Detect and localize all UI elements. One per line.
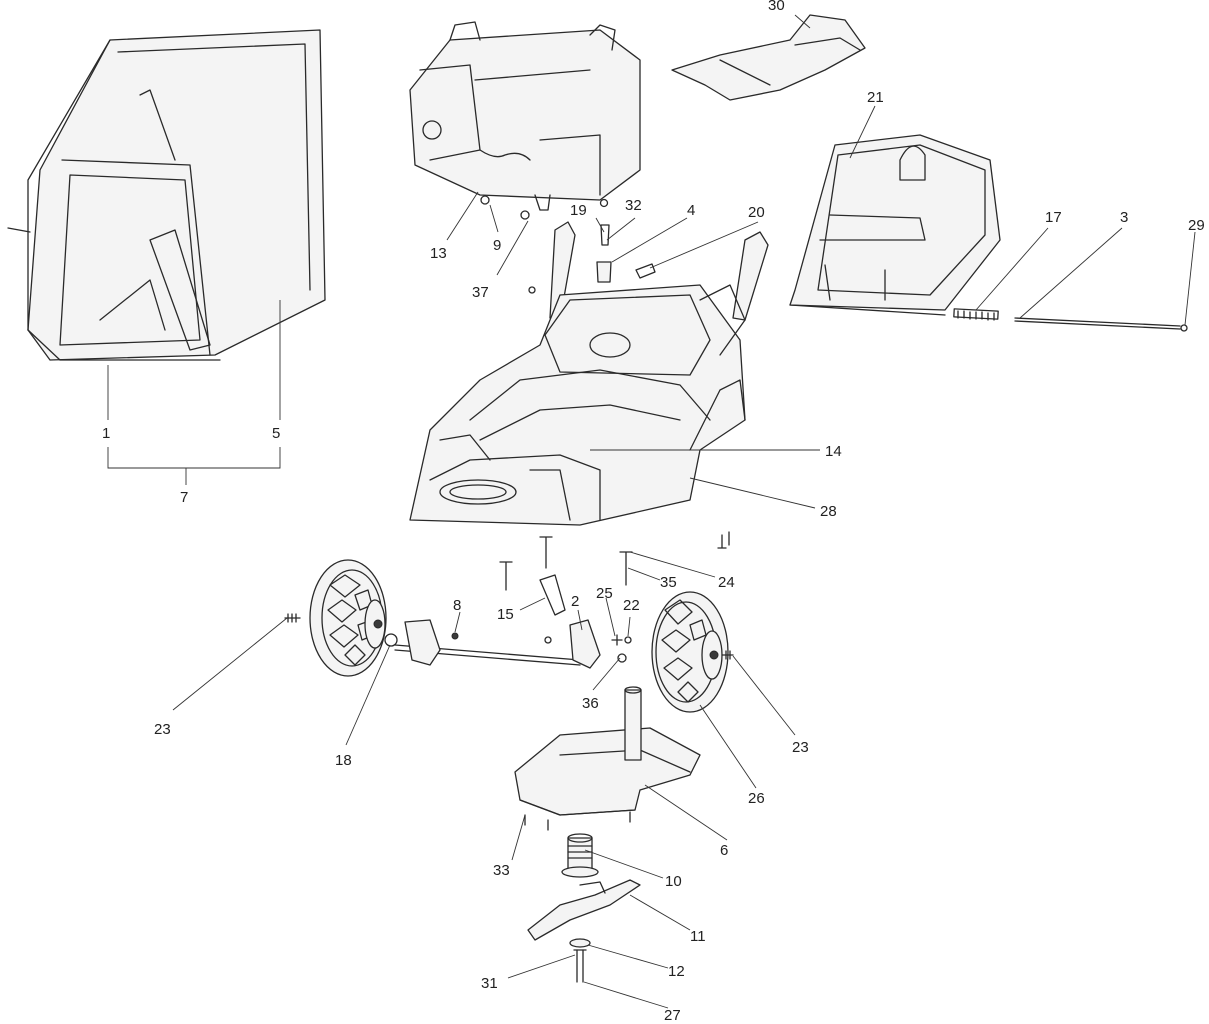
callout-35: 35: [660, 574, 677, 591]
callout-18: 18: [335, 752, 352, 769]
rear-flap-cover: [789, 134, 1001, 316]
grass-collector-bag: [7, 29, 326, 361]
callout-27: 27: [664, 1007, 681, 1024]
engine: [409, 21, 641, 211]
callout-30: 30: [768, 0, 785, 14]
blade-washer-bolt: [569, 938, 591, 983]
callout-22: 22: [623, 597, 640, 614]
callout-4: 4: [687, 202, 695, 219]
callout-28: 28: [820, 503, 837, 520]
right-rear-wheel: [651, 591, 734, 713]
cutter-blade: [527, 879, 641, 941]
callout-37: 37: [472, 284, 489, 301]
callout-17: 17: [1045, 209, 1062, 226]
leader-lines: [107, 14, 1196, 1009]
callout-3: 3: [1120, 209, 1128, 226]
callout-14: 14: [825, 443, 842, 460]
callout-6: 6: [720, 842, 728, 859]
mower-deck: [409, 284, 746, 526]
callout-29: 29: [1188, 217, 1205, 234]
callout-15: 15: [497, 606, 514, 623]
callout-24: 24: [718, 574, 735, 591]
callout-7: 7: [180, 489, 188, 506]
callout-31: 31: [481, 975, 498, 992]
engine-hood: [671, 14, 866, 101]
callout-8: 8: [453, 597, 461, 614]
callout-1: 1: [102, 425, 110, 442]
callout-21: 21: [867, 89, 884, 106]
callout-33: 33: [493, 862, 510, 879]
rear-axle-rod: [953, 308, 1188, 332]
callout-9: 9: [493, 237, 501, 254]
cutter-housing: [514, 686, 701, 831]
callout-25: 25: [596, 585, 613, 602]
blade-adapter: [561, 833, 599, 878]
front-axle-assembly: [394, 619, 632, 669]
callout-19: 19: [570, 202, 587, 219]
callout-26: 26: [748, 790, 765, 807]
callout-11: 11: [690, 928, 706, 945]
callout-36: 36: [582, 695, 599, 712]
callout-13: 13: [430, 245, 447, 262]
callout-23-right: 23: [792, 739, 809, 756]
callout-32: 32: [625, 197, 642, 214]
small-hardware: [480, 195, 730, 616]
callout-10: 10: [665, 873, 682, 890]
callout-23-left: 23: [154, 721, 171, 738]
left-rear-wheel: [284, 559, 398, 677]
callout-5: 5: [272, 425, 280, 442]
callout-labels: 1 5 7 13 9 37 19 32 4 20 30 21 17 3 29 1…: [102, 0, 1205, 1024]
callout-20: 20: [748, 204, 765, 221]
callout-12: 12: [668, 963, 685, 980]
handle-brackets: [549, 221, 769, 321]
callout-2: 2: [571, 593, 579, 610]
